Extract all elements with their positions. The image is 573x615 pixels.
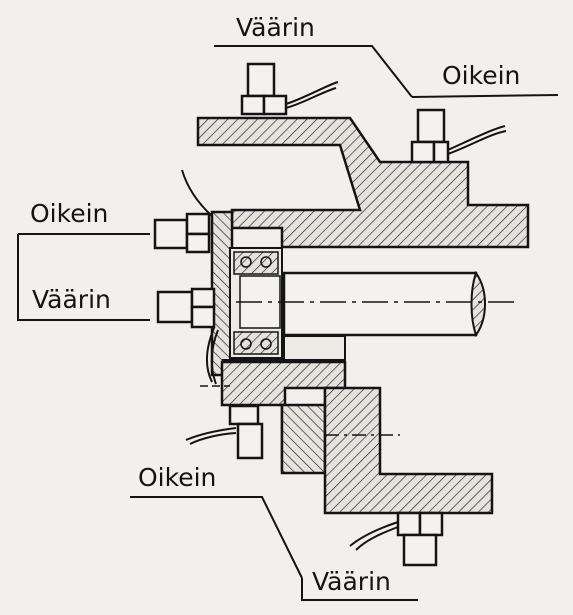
- leader-top-right: [411, 94, 559, 98]
- leader-left-wrong: [17, 234, 150, 321]
- upper-bracket: [196, 116, 530, 249]
- label-left-wrong: Väärin: [32, 285, 111, 314]
- bearing-housing: [229, 247, 283, 359]
- leader-bottom-wrong: [301, 578, 418, 601]
- label-bottom-right: Oikein: [138, 463, 217, 492]
- label-top-wrong: Väärin: [236, 13, 315, 42]
- label-left-right: Oikein: [30, 199, 109, 228]
- lower-clamp-block: [280, 403, 327, 475]
- lower-bracket: [323, 386, 494, 515]
- label-bottom-wrong: Väärin: [312, 567, 391, 596]
- lower-housing: [222, 335, 346, 361]
- label-leaders: [17, 45, 559, 601]
- shaft: [236, 270, 520, 338]
- leader-top-wrong: [214, 45, 413, 98]
- leader-bottom-right: [130, 496, 303, 579]
- nut-bolt-icon: [153, 62, 450, 567]
- label-top-right: Oikein: [442, 61, 521, 90]
- wire-lead-icon: [181, 81, 507, 551]
